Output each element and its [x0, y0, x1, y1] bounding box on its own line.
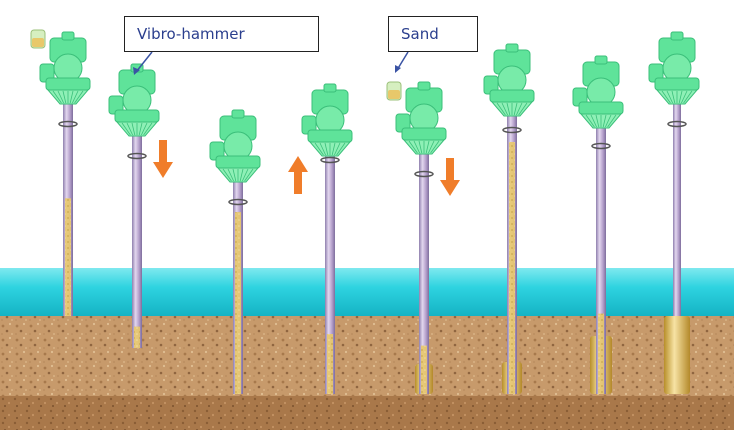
casing-tube [325, 154, 335, 394]
clamp-ring [127, 152, 147, 160]
casing-tube [132, 134, 142, 348]
down-arrow-icon [440, 158, 460, 196]
clamp-ring [58, 120, 78, 128]
vibro-hammer-pointer [135, 51, 153, 73]
casing-tube [596, 126, 606, 394]
clamp-ring [591, 142, 611, 150]
sand-pile [664, 316, 690, 394]
sand-fill [598, 313, 604, 394]
sand-fill [65, 198, 71, 316]
clamp-ring [667, 120, 687, 128]
vibro-hammer [209, 109, 261, 183]
sand-fill [327, 334, 333, 394]
stage-4 [301, 83, 353, 394]
vibro-hammer-pointer-head [133, 67, 140, 75]
stage-1 [39, 31, 91, 316]
clamp-ring [414, 170, 434, 178]
clamp-ring [228, 198, 248, 206]
sand-fill [421, 345, 427, 394]
sand-bucket-icon [30, 29, 46, 49]
sand-fill [134, 326, 140, 348]
stage-5 [395, 81, 447, 394]
vibro-hammer [395, 81, 447, 155]
vibro-hammer [572, 55, 624, 129]
vibro-hammer [301, 83, 353, 157]
vibro-hammer [108, 63, 160, 137]
up-arrow-icon [288, 156, 308, 194]
deep-soil-layer [0, 396, 734, 430]
casing-tube [419, 152, 429, 394]
stage-2 [108, 63, 160, 348]
stage-6 [483, 43, 535, 394]
sand-fill [235, 212, 241, 394]
clamp-ring [320, 156, 340, 164]
sand-pointer-head [395, 65, 401, 73]
vibro-hammer-label: Vibro-hammer [124, 16, 319, 52]
vibro-hammer [648, 31, 700, 105]
water-layer [0, 268, 734, 316]
sand-bucket-icon [386, 81, 402, 101]
casing-tube [673, 102, 681, 316]
sand-label: Sand [388, 16, 478, 52]
stage-7 [572, 55, 624, 394]
down-arrow-icon [153, 140, 173, 178]
clamp-ring [502, 126, 522, 134]
vibro-hammer [483, 43, 535, 117]
vibro-hammer [39, 31, 91, 105]
soil-layer [0, 316, 734, 396]
stage-3 [209, 109, 261, 394]
sand-fill [509, 142, 515, 394]
stage-8 [648, 31, 700, 394]
